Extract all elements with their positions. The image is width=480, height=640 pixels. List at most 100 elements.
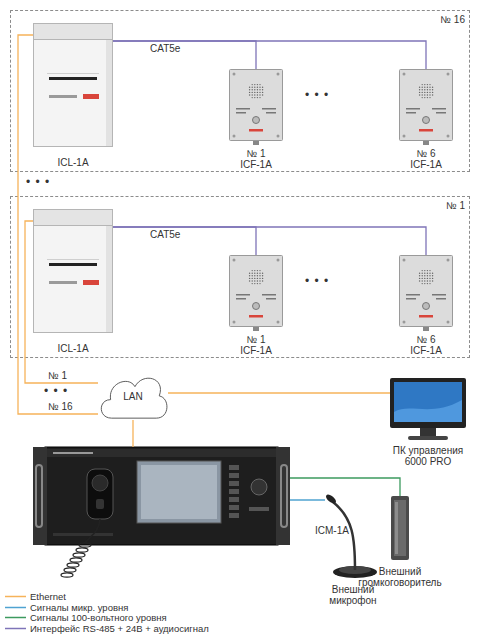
device-detail xyxy=(424,270,425,271)
device-detail xyxy=(419,273,420,274)
legend-line xyxy=(5,596,26,598)
device-detail xyxy=(233,135,236,138)
device-detail xyxy=(254,283,255,284)
legend-text: Сигналы микр. уровня xyxy=(30,602,128,613)
device-detail xyxy=(33,447,47,545)
device-detail xyxy=(249,280,250,281)
device-label: ICF-1A xyxy=(219,159,293,170)
device-label: ICF-1A xyxy=(219,345,293,356)
microphone-shape xyxy=(325,488,380,578)
intercom-panel-shape xyxy=(229,69,283,141)
device-detail xyxy=(229,505,239,510)
device-label: ICF-1A xyxy=(389,159,463,170)
control-pc-shape xyxy=(390,378,466,442)
connector-line xyxy=(290,478,400,496)
device-detail xyxy=(277,135,280,138)
line-controller-shape xyxy=(33,23,113,147)
ellipsis-mark: • • • xyxy=(305,276,355,287)
device-detail xyxy=(403,135,406,138)
device-detail xyxy=(422,92,423,93)
device-detail xyxy=(249,87,250,88)
line-controller: ICL-1A xyxy=(33,209,113,333)
device-detail xyxy=(429,278,430,279)
device-detail xyxy=(427,270,428,271)
device-detail xyxy=(252,278,253,279)
line-controller: ICL-1A xyxy=(33,23,113,147)
legend-row: Сигналы микр. уровня xyxy=(0,602,340,613)
device-detail xyxy=(249,278,250,279)
device-detail xyxy=(422,270,423,271)
device-detail xyxy=(427,283,428,284)
device-detail xyxy=(252,283,253,284)
device-detail xyxy=(419,129,433,132)
loudspeaker-shape xyxy=(390,496,410,560)
device-detail xyxy=(403,321,406,324)
device-detail xyxy=(106,40,112,146)
rack-body xyxy=(45,447,278,545)
device-detail xyxy=(252,280,253,281)
device-detail xyxy=(429,280,430,281)
device-detail xyxy=(252,89,253,90)
device-detail xyxy=(419,92,420,93)
device-detail xyxy=(424,92,425,93)
device-detail xyxy=(436,112,446,114)
device-label: ICF-1A xyxy=(389,345,463,356)
device-detail xyxy=(49,281,77,284)
device-detail xyxy=(429,94,430,95)
device-detail xyxy=(394,400,462,422)
device-detail xyxy=(432,92,433,93)
device-detail xyxy=(262,278,263,279)
device-detail xyxy=(427,89,428,90)
legend-text: Сигналы 100-вольтного уровня xyxy=(30,612,167,623)
device-detail xyxy=(254,87,255,88)
device-detail xyxy=(406,108,420,110)
device-detail xyxy=(408,436,448,440)
device-detail xyxy=(262,275,263,276)
device-detail xyxy=(429,92,430,93)
device-detail xyxy=(424,283,425,284)
device-detail xyxy=(257,278,258,279)
device-detail xyxy=(427,280,428,281)
device-detail xyxy=(252,92,253,93)
device-detail xyxy=(233,259,236,262)
loudspeaker: Внешний громкоговоритель xyxy=(390,496,410,560)
connector-line xyxy=(113,227,256,255)
device-detail xyxy=(96,499,104,509)
device-detail xyxy=(266,298,276,300)
device-detail xyxy=(257,84,258,85)
device-detail xyxy=(257,280,258,281)
device-detail xyxy=(423,117,430,124)
device-detail xyxy=(422,87,423,88)
device-detail xyxy=(262,94,263,95)
device-detail xyxy=(422,283,423,284)
device-detail xyxy=(427,278,428,279)
device-detail xyxy=(262,92,263,93)
device-detail xyxy=(49,95,77,98)
device-detail xyxy=(262,108,276,110)
legend-line xyxy=(5,606,26,608)
panel-number: № 6 xyxy=(389,148,463,159)
device-detail xyxy=(429,273,430,274)
legend-line xyxy=(5,617,26,619)
device-detail xyxy=(432,94,433,95)
panel-body xyxy=(230,70,283,141)
device-detail xyxy=(67,563,79,567)
handset xyxy=(87,469,113,519)
device-detail xyxy=(259,97,260,98)
network-cloud: LAN xyxy=(98,370,168,420)
device-detail xyxy=(83,280,99,285)
group-number: № 1 xyxy=(411,200,465,211)
device-detail xyxy=(61,573,73,577)
device-detail xyxy=(436,298,446,300)
device-detail xyxy=(420,428,436,436)
device-detail xyxy=(429,270,430,271)
intercom-panel: № 1ICF-1A xyxy=(229,69,283,141)
connector-line xyxy=(290,499,325,500)
legend-line xyxy=(5,627,26,629)
device-detail xyxy=(277,321,280,324)
device-detail xyxy=(252,84,253,85)
device-detail xyxy=(236,112,246,114)
device-detail xyxy=(427,273,428,274)
cabinet-body xyxy=(34,24,113,147)
device-detail xyxy=(422,278,423,279)
